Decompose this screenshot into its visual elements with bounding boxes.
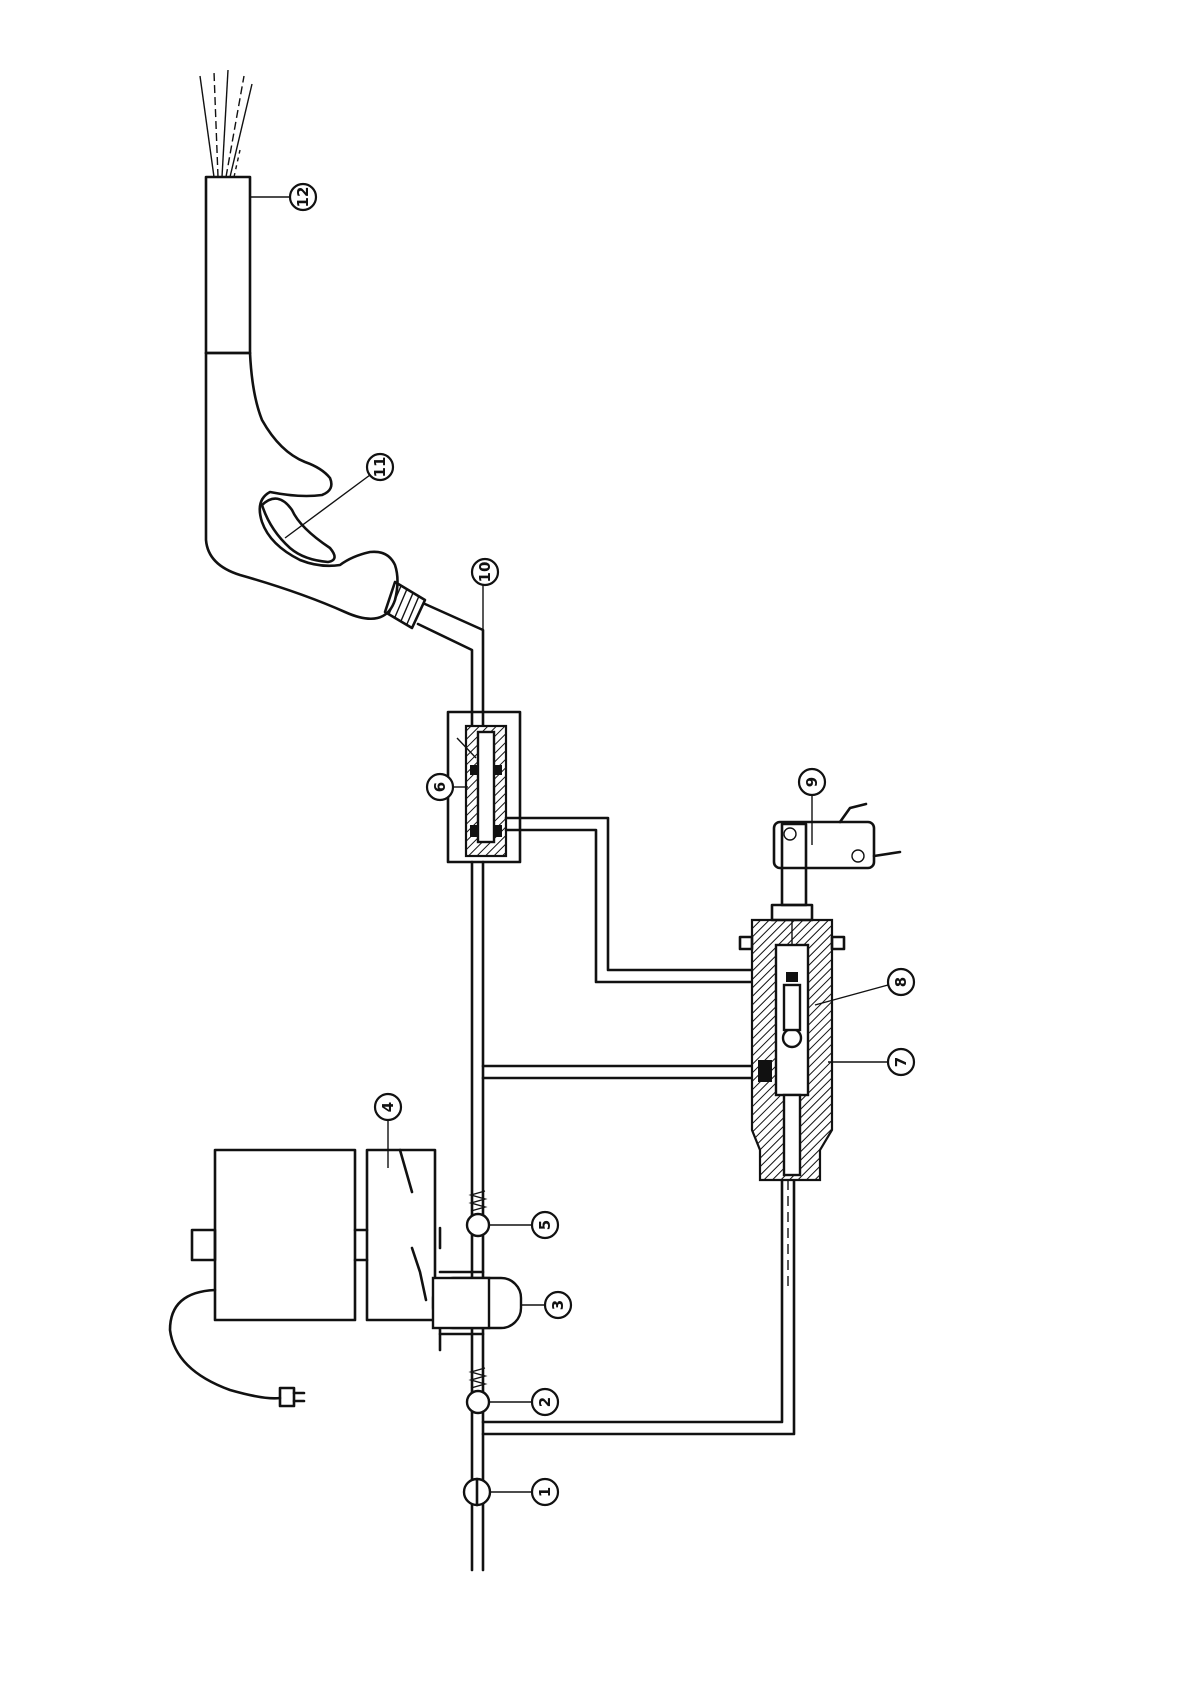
inlet-filter (464, 1479, 490, 1505)
callout-10: 10 (472, 559, 498, 585)
callout-11: 11 (367, 454, 393, 480)
callout-6: 6 (427, 774, 453, 800)
high-pressure-hose (418, 604, 483, 735)
svg-text:12: 12 (294, 187, 312, 208)
callout-2: 2 (532, 1389, 558, 1415)
spray-gun-body (206, 353, 425, 628)
pump-piston (433, 1272, 521, 1334)
callout-4: 4 (375, 1094, 401, 1120)
spray-jet-lines (200, 70, 252, 177)
pressure-switch (740, 905, 844, 1180)
power-cord (170, 1290, 304, 1406)
callout-7: 7 (888, 1049, 914, 1075)
micro-switch (774, 804, 900, 905)
callout-3: 3 (545, 1292, 571, 1318)
svg-text:3: 3 (549, 1300, 567, 1310)
check-valve-5 (467, 1191, 489, 1236)
svg-text:4: 4 (379, 1102, 397, 1112)
lance-tube (206, 177, 250, 353)
svg-text:2: 2 (536, 1397, 554, 1407)
svg-text:9: 9 (803, 777, 821, 787)
check-valve-2 (467, 1368, 489, 1413)
svg-text:8: 8 (892, 977, 910, 987)
callout-12: 12 (290, 184, 316, 210)
svg-text:5: 5 (536, 1220, 554, 1230)
svg-text:10: 10 (476, 562, 494, 583)
line-to-pressure-switch (483, 1066, 760, 1078)
pump-housing (367, 1150, 440, 1350)
svg-text:11: 11 (371, 457, 389, 478)
svg-text:1: 1 (536, 1487, 554, 1497)
callout-5: 5 (532, 1212, 558, 1238)
callout-8: 8 (888, 969, 914, 995)
callout-1: 1 (532, 1479, 558, 1505)
bypass-line-6-to-7 (506, 818, 758, 982)
callout-9: 9 (799, 769, 825, 795)
svg-text:6: 6 (431, 782, 449, 792)
svg-text:7: 7 (892, 1057, 910, 1067)
motor (192, 1150, 367, 1320)
